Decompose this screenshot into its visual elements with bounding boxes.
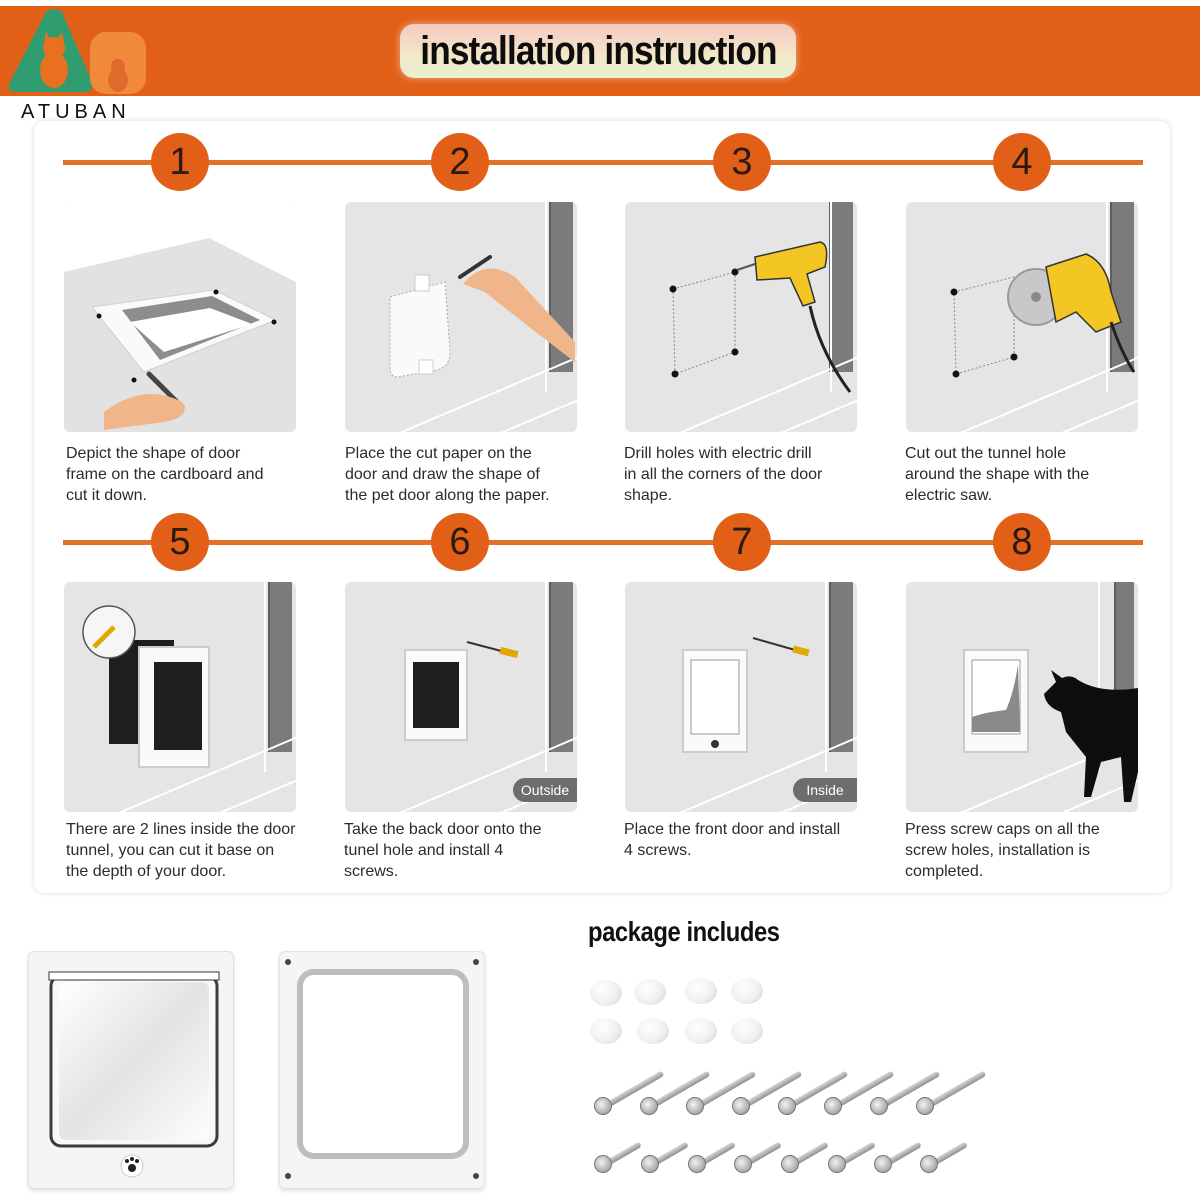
screw-cap xyxy=(590,1018,622,1044)
screw-cap xyxy=(685,978,717,1004)
step-8-illustration xyxy=(906,582,1138,812)
door-frame xyxy=(829,582,853,752)
screw-cap xyxy=(634,979,666,1005)
step-badge-1: 1 xyxy=(151,133,209,191)
step-5-illustration xyxy=(64,582,296,812)
door-frame xyxy=(549,582,573,752)
timeline-row-2 xyxy=(63,540,1143,545)
tunnel-frame-icon xyxy=(285,959,479,1179)
screw-head xyxy=(688,1155,706,1173)
screw-head xyxy=(641,1155,659,1173)
front-door-product xyxy=(28,951,234,1189)
screw-cap xyxy=(590,980,622,1006)
door-frame xyxy=(268,582,292,752)
paper-template-icon xyxy=(389,255,575,378)
step-6-caption: Take the back door onto the tunel hole a… xyxy=(344,821,542,880)
circular-saw-icon xyxy=(950,253,1136,378)
step-3-illustration xyxy=(625,202,857,432)
screw-cap xyxy=(731,978,763,1004)
package-title: package includes xyxy=(588,916,780,947)
step-badge-5: 5 xyxy=(151,513,209,571)
timeline-row-1 xyxy=(63,160,1143,165)
title-banner: installation instruction xyxy=(400,24,796,78)
tunnel-lines-icon xyxy=(82,605,210,768)
step-badge-6: 6 xyxy=(431,513,489,571)
screw-head xyxy=(778,1097,796,1115)
screw-head xyxy=(640,1097,658,1115)
screw-head xyxy=(594,1155,612,1173)
screw-head xyxy=(828,1155,846,1173)
outside-tag: Outside xyxy=(513,778,577,802)
step-badge-2: 2 xyxy=(431,133,489,191)
step-badge-3: 3 xyxy=(713,133,771,191)
pet-door-flap-icon xyxy=(48,971,220,1178)
screw-head xyxy=(732,1097,750,1115)
step-8-caption: Press screw caps on all the screw holes,… xyxy=(905,821,1100,880)
step-badge-4: 4 xyxy=(993,133,1051,191)
back-frame-product xyxy=(279,951,485,1189)
screw-cap xyxy=(731,1018,763,1044)
screw-head xyxy=(920,1155,938,1173)
step-2-caption: Place the cut paper on the door and draw… xyxy=(345,445,550,504)
front-door-screwdriver-icon xyxy=(682,637,810,753)
screw-head xyxy=(781,1155,799,1173)
screw-cap xyxy=(685,1018,717,1044)
screw-head xyxy=(686,1097,704,1115)
step-6-illustration: Outside xyxy=(345,582,577,812)
screw-head xyxy=(874,1155,892,1173)
step-7-caption: Place the front door and install 4 screw… xyxy=(624,821,841,859)
step-1-illustration xyxy=(64,202,296,432)
step-7-illustration: Inside xyxy=(625,582,857,812)
cat-logo-icon xyxy=(8,9,146,94)
step-4-caption: Cut out the tunnel hole around the shape… xyxy=(905,445,1090,504)
door-frame xyxy=(1110,202,1134,372)
step-2-illustration xyxy=(345,202,577,432)
step-5-caption: There are 2 lines inside the door tunnel… xyxy=(66,821,296,880)
frame-tracing-icon xyxy=(64,202,296,432)
cat-icon xyxy=(963,649,1138,802)
screw-head xyxy=(594,1097,612,1115)
screw-head xyxy=(734,1155,752,1173)
screw-cap xyxy=(637,1018,669,1044)
inside-tag: Inside xyxy=(793,778,857,802)
step-4-illustration xyxy=(906,202,1138,432)
step-3-caption: Drill holes with electric drill in all t… xyxy=(624,445,823,504)
back-door-screwdriver-icon xyxy=(404,641,519,741)
screw-head xyxy=(916,1097,934,1115)
step-badge-8: 8 xyxy=(993,513,1051,571)
step-1-caption: Depict the shape of door frame on the ca… xyxy=(66,445,264,504)
screw-head xyxy=(870,1097,888,1115)
page-title: installation instruction xyxy=(419,28,777,73)
brand-name: ATUBAN xyxy=(21,101,131,123)
step-badge-7: 7 xyxy=(713,513,771,571)
drill-icon xyxy=(669,241,852,393)
screw-head xyxy=(824,1097,842,1115)
